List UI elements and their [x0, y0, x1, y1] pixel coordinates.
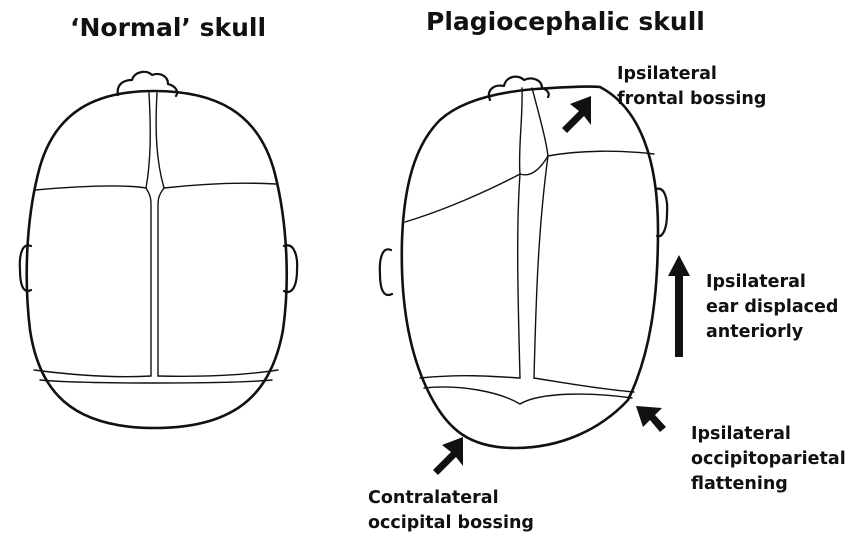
occipital-bossing-label-line: Contralateral [368, 486, 534, 511]
ear-displaced-label: Ipsilateral ear displaced anteriorly [706, 270, 838, 345]
flattening-arrow [636, 406, 666, 432]
ear-displaced-label-line: Ipsilateral [706, 270, 838, 295]
ear-displacement-arrow [668, 255, 690, 357]
plagiocephalic-skull-title: Plagiocephalic skull [426, 7, 705, 37]
plagiocephalic-skull [380, 77, 667, 448]
flattening-label-line: occipitoparietal [691, 447, 846, 472]
occipitoparietal-flattening-label: Ipsilateral occipitoparietal flattening [691, 422, 846, 497]
plagio-skull-sutures [405, 88, 654, 404]
occipital-bossing-label-line: occipital bossing [368, 511, 534, 536]
normal-skull-left-ear [20, 245, 31, 291]
flattening-label-line: flattening [691, 472, 846, 497]
plagio-skull-left-ear [380, 249, 392, 295]
ear-displaced-label-line: ear displaced [706, 295, 838, 320]
frontal-bossing-label-line: frontal bossing [617, 87, 766, 112]
normal-skull [20, 72, 297, 428]
flattening-label-line: Ipsilateral [691, 422, 846, 447]
frontal-bossing-label-line: Ipsilateral [617, 62, 766, 87]
frontal-bossing-arrow [562, 96, 591, 133]
arrows [433, 96, 690, 475]
occipital-bossing-arrow [433, 437, 463, 475]
normal-skull-sutures [34, 93, 278, 383]
frontal-bossing-label: Ipsilateral frontal bossing [617, 62, 766, 112]
plagio-skull-outline [402, 87, 658, 448]
ear-displaced-label-line: anteriorly [706, 320, 838, 345]
normal-skull-title: ‘Normal’ skull [70, 13, 266, 43]
occipital-bossing-label: Contralateral occipital bossing [368, 486, 534, 536]
